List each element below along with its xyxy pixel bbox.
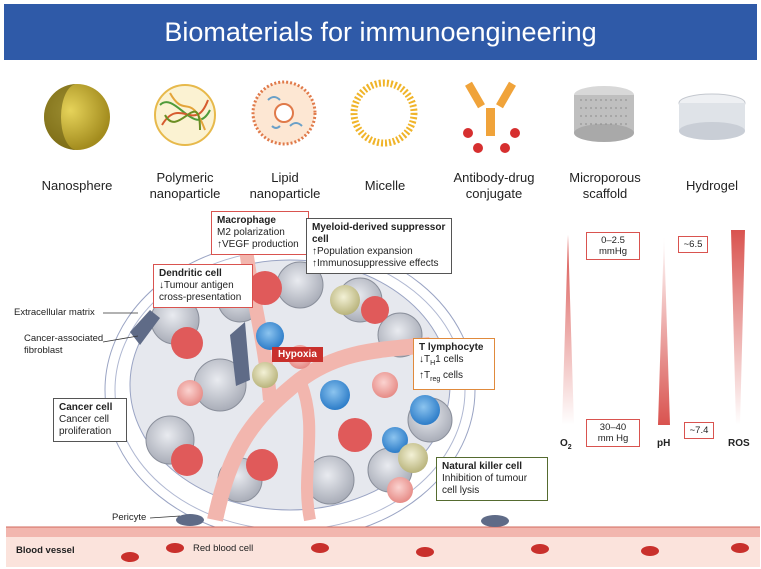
polymeric-nanoparticle-icon <box>154 84 216 146</box>
callout-mdsc: Myeloid-derived suppressor cell ↑Populat… <box>306 218 452 274</box>
callout-t-lymphocyte: T lymphocyte ↓TH1 cells ↑Treg cells <box>413 338 495 390</box>
ph-gradient-bar <box>658 235 670 425</box>
nanosphere-icon <box>44 84 110 150</box>
callout-dendritic-cell: Dendritic cell ↓Tumour antigen cross-pre… <box>153 264 253 308</box>
t-lymphocytes <box>256 322 440 453</box>
label-microporous-scaffold: Microporous scaffold <box>569 170 641 201</box>
text-part: ↑T <box>419 370 431 381</box>
text-part: O <box>560 438 568 449</box>
microporous-scaffold-icon <box>574 86 634 142</box>
o2-gradient-bar <box>562 235 574 425</box>
callout-line: ↓Tumour antigen <box>159 280 234 291</box>
callout-macrophage: Macrophage M2 polarization ↑VEGF product… <box>211 211 309 255</box>
blood-vessel-label: Blood vessel <box>16 545 75 556</box>
label-nanosphere: Nanosphere <box>41 178 113 193</box>
callout-line: Cancer cell <box>59 414 110 425</box>
extracellular-matrix-label: Extracellular matrix <box>14 307 95 318</box>
lipid-nanoparticle-icon <box>251 80 317 146</box>
caf-label-line1: Cancer-associated <box>24 333 104 344</box>
callout-line: cell lysis <box>442 485 480 496</box>
text-sub: H <box>430 360 436 367</box>
o2-bottom-value: 30–40 mm Hg <box>586 419 640 447</box>
ph-bottom-value: ~7.4 <box>684 422 714 439</box>
text-sub: reg <box>430 376 441 383</box>
label-lipid-nanoparticle: Lipid nanoparticle <box>249 170 321 201</box>
callout-title: Myeloid-derived suppressor cell <box>312 222 446 245</box>
tumour-microenvironment <box>104 239 476 541</box>
callout-line: ↑Treg cells <box>419 370 489 386</box>
callout-title: T lymphocyte <box>419 342 484 353</box>
macrophage-cells <box>171 271 389 481</box>
callout-cancer-cell: Cancer cell Cancer cell proliferation <box>53 398 127 442</box>
page-title: Biomaterials for immunoengineering <box>164 16 597 47</box>
callout-natural-killer-cell: Natural killer cell Inhibition of tumour… <box>436 457 548 501</box>
label-polymeric-nanoparticle: Polymeric nanoparticle <box>149 170 221 201</box>
text-part: 1 cells <box>435 354 464 365</box>
callout-title: Natural killer cell <box>442 461 523 472</box>
text-part: cells <box>440 370 464 381</box>
ph-axis-label: pH <box>657 438 671 449</box>
red-blood-cell-label: Red blood cell <box>193 543 254 554</box>
callout-line: ↓TH1 cells <box>419 354 489 370</box>
text-sub: 2 <box>567 444 572 451</box>
blood-vessel <box>6 514 760 567</box>
callout-line: ↑VEGF production <box>217 239 299 250</box>
antibody-drug-conjugate-icon <box>463 81 520 153</box>
label-antibody-drug-conjugate: Antibody-drug conjugate <box>453 170 535 201</box>
pericyte-label: Pericyte <box>112 512 147 523</box>
callout-title: Macrophage <box>217 215 276 226</box>
hypoxia-label: Hypoxia <box>272 347 323 362</box>
callout-line: cross-presentation <box>159 292 242 303</box>
ph-top-value: ~6.5 <box>678 236 708 253</box>
ros-axis-label: ROS <box>728 438 750 449</box>
label-hydrogel: Hydrogel <box>685 178 739 193</box>
callout-title: Dendritic cell <box>159 268 222 279</box>
callout-line: ↑Population expansion <box>312 246 413 257</box>
callout-line: proliferation <box>59 426 112 437</box>
o2-axis-label: O2 <box>560 438 572 451</box>
callout-line: Inhibition of tumour <box>442 473 528 484</box>
callout-title: Cancer cell <box>59 402 113 413</box>
nk-cells <box>252 285 428 473</box>
caf-label-line2: fibroblast <box>24 345 63 356</box>
title-banner: Biomaterials for immunoengineering <box>4 4 757 60</box>
text-part: ↓T <box>419 354 431 365</box>
micelle-icon <box>350 79 418 147</box>
callout-line: M2 polarization <box>217 227 285 238</box>
hydrogel-icon <box>678 93 746 140</box>
callout-line: ↑Immunosuppressive effects <box>312 258 439 269</box>
ros-gradient-bar <box>731 230 745 425</box>
label-micelle: Micelle <box>364 178 406 193</box>
o2-top-value: 0–2.5 mmHg <box>586 232 640 260</box>
